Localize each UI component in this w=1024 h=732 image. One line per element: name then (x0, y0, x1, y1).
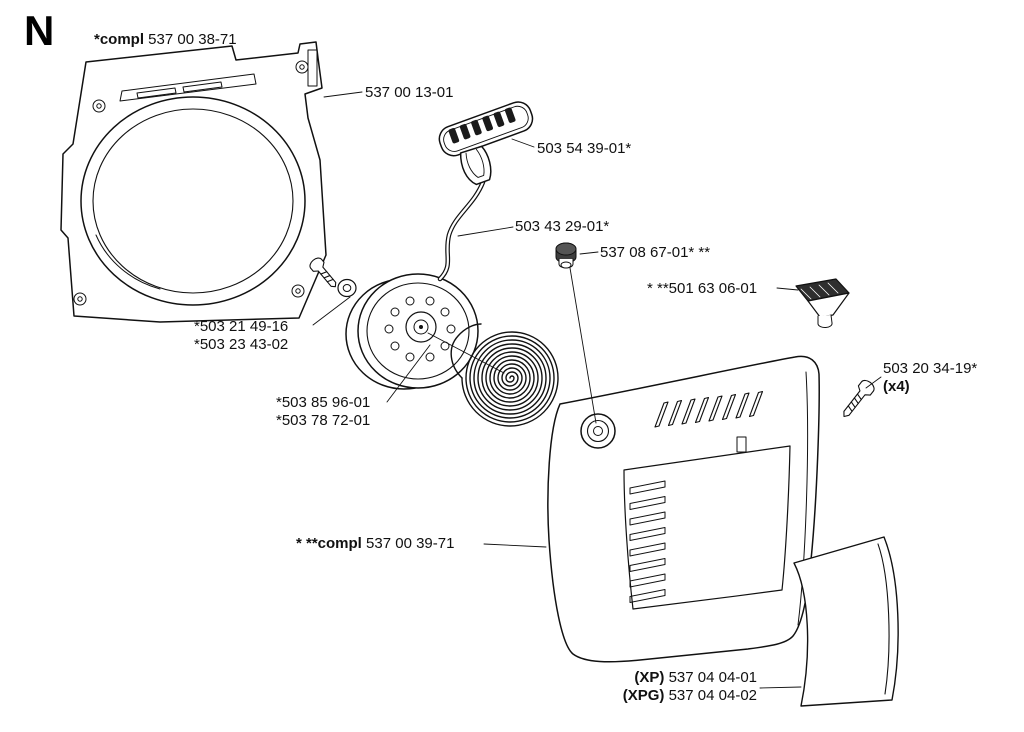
starter-cover-drawing (547, 355, 820, 663)
label-intake-funnel-number: * **501 63 06-01 (647, 280, 758, 297)
side-vent-slats (629, 480, 666, 603)
label-cover-compl-bold: * **compl (296, 535, 362, 552)
label-starter-rope-number: 503 43 29-01* (515, 218, 610, 235)
leader-lines (312, 91, 882, 689)
housing-screw-drawing (309, 257, 337, 288)
label-starter-rope: 503 43 29-01* (515, 218, 609, 236)
label-decal-xpg: (XPG) 537 04 04-02 (590, 687, 757, 705)
label-decal-xp: (XP) 537 04 04-01 (590, 669, 757, 687)
label-pulley-number: *503 85 96-01 (276, 394, 371, 411)
label-bushing-number: 537 08 67-01* ** (600, 244, 711, 261)
washer-drawing (337, 278, 357, 298)
label-washer-number: *503 23 43-02 (194, 336, 289, 353)
label-decal: (XP) 537 04 04-01 (XPG) 537 04 04-02 (590, 669, 757, 705)
label-cover-compl-number: 537 00 39-71 (361, 535, 455, 552)
label-cover-screw: 503 20 34-19* (x4) (883, 360, 977, 396)
starter-pulley-drawing (345, 273, 479, 390)
label-cover-screw-number: 503 20 34-19* (883, 360, 978, 377)
label-screw-washer: *503 21 49-16 *503 23 43-02 (194, 318, 288, 354)
label-cover-screw-qty: (x4) (883, 378, 910, 395)
label-bushing: 537 08 67-01* ** (600, 244, 710, 262)
label-decal-xpg-number: 537 04 04-02 (664, 687, 757, 704)
label-starter-handle: 503 54 39-01* (537, 140, 631, 158)
label-fan-housing-number: 537 00 13-01 (365, 84, 454, 101)
label-starter-handle-number: 503 54 39-01* (537, 140, 632, 157)
bushing-drawing (555, 242, 577, 269)
label-decal-xp-variant: (XP) (634, 669, 665, 686)
section-letter: N (24, 7, 55, 54)
label-assembly-compl-bold: *compl (94, 31, 145, 48)
label-assembly-compl: *compl 537 00 38-71 (94, 31, 237, 49)
cover-screw-drawing (843, 379, 875, 418)
label-housing-screw-number: *503 21 49-16 (194, 318, 289, 335)
label-intake-funnel: * **501 63 06-01 (647, 280, 757, 298)
label-decal-xpg-variant: (XPG) (622, 687, 665, 704)
starter-rope-drawing (437, 179, 486, 282)
starter-handle-drawing (438, 101, 534, 186)
fan-housing-drawing (60, 41, 327, 323)
label-spring-number: *503 78 72-01 (276, 412, 371, 429)
label-fan-housing: 537 00 13-01 (365, 84, 453, 102)
label-pulley-spring: *503 85 96-01 *503 78 72-01 (276, 394, 370, 430)
top-vent-slats (654, 390, 764, 428)
label-assembly-compl-number: 537 00 38-71 (144, 31, 237, 48)
label-decal-xp-number: 537 04 04-01 (664, 669, 757, 686)
label-cover-compl: * **compl 537 00 39-71 (296, 535, 454, 553)
decal-drawing (793, 536, 899, 707)
recoil-spring-drawing (450, 323, 559, 427)
intake-funnel-drawing (795, 278, 850, 329)
